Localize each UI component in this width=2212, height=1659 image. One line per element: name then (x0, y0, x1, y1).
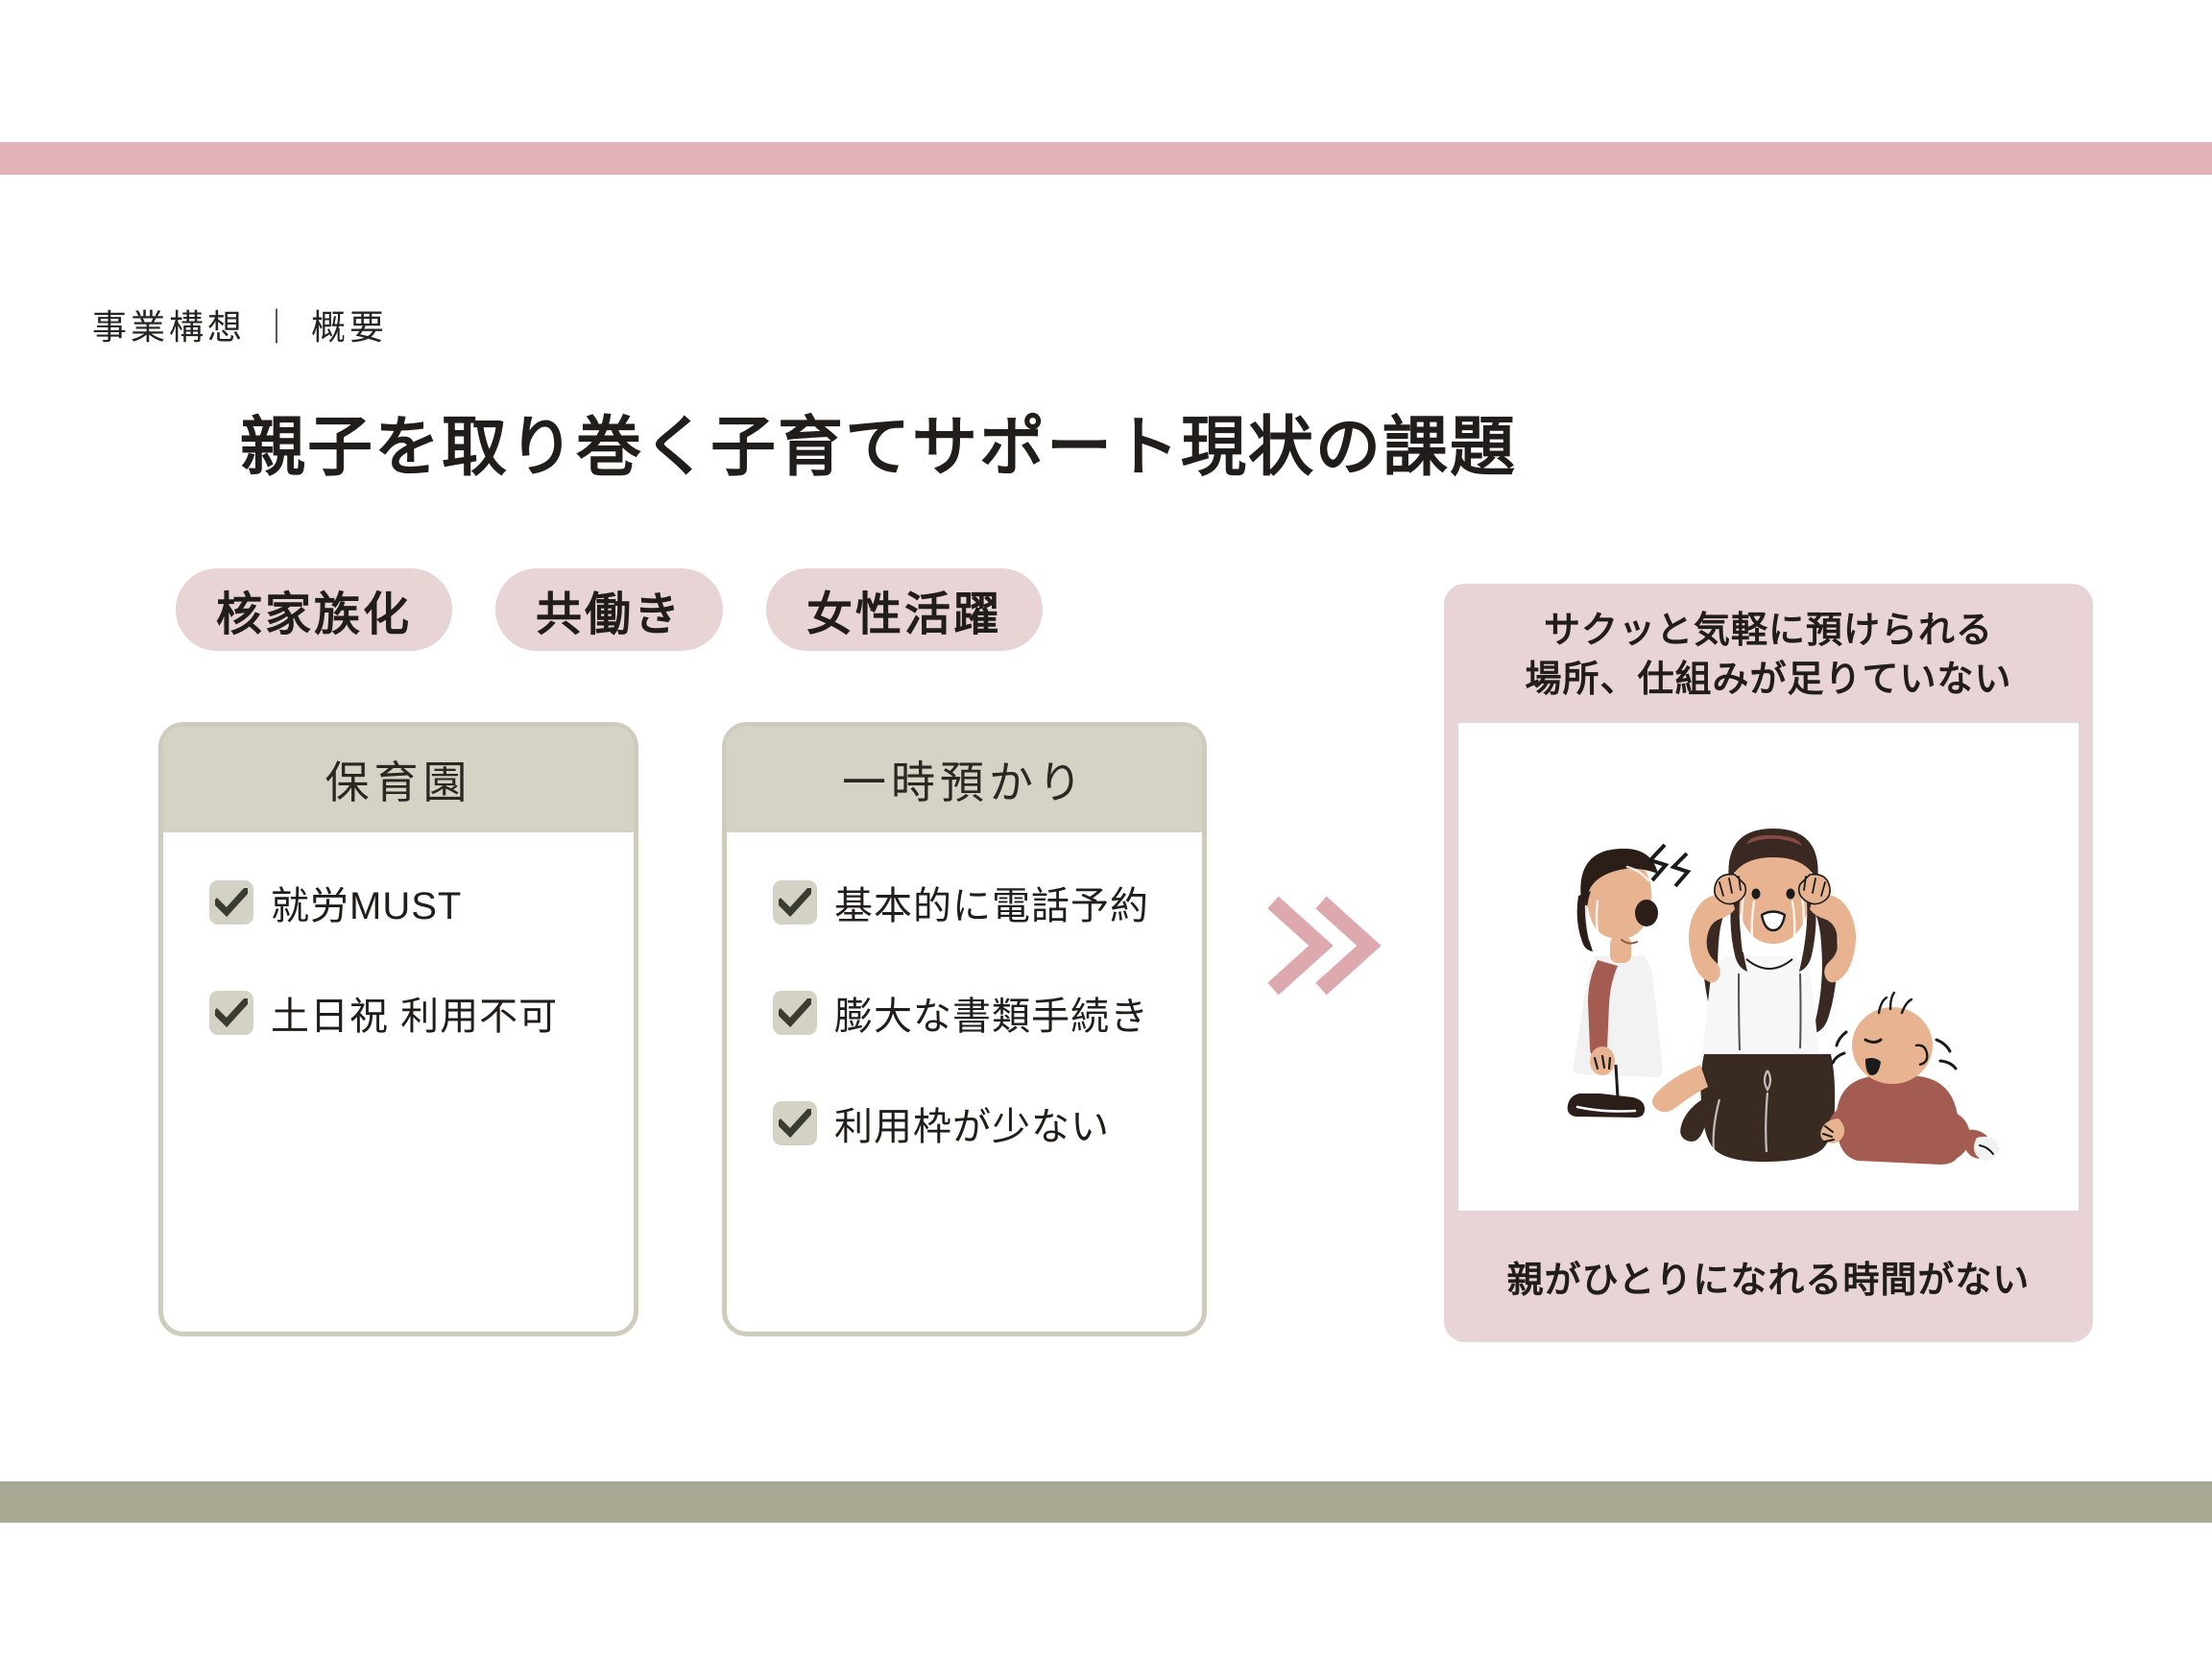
problem-panel-headline: サクッと気軽に預けられる 場所、仕組みが足りていない (1525, 584, 2011, 723)
tag-list: 核家族化 共働き 女性活躍 (176, 568, 1044, 651)
checklist-item-label: 基本的に電話予約 (834, 885, 1149, 927)
checklist-item: 基本的に電話予約 (773, 875, 1202, 930)
card-temporary-care-body: 基本的に電話予約 膨大な書類手続き 利用枠が少ない (727, 832, 1202, 1151)
checklist-item: 土日祝 利用不可 (209, 985, 634, 1041)
checklist-item-label: 就労MUST (271, 885, 463, 927)
checklist-item-label: 利用枠が少ない (834, 1106, 1110, 1148)
checkmark-icon (209, 991, 253, 1035)
tag-pill-1: 共働き (495, 568, 724, 651)
problem-panel-headline-line2: 場所、仕組みが足りていない (1525, 660, 2012, 701)
top-accent-bar (0, 142, 2212, 175)
checkmark-icon (773, 991, 817, 1035)
problem-panel-headline-line1: サクッと気軽に預けられる (1543, 611, 1993, 651)
tag-pill-2: 女性活躍 (766, 568, 1044, 651)
double-chevron-right-icon (1265, 893, 1390, 998)
bottom-accent-bar (0, 1481, 2212, 1523)
checkmark-icon (773, 880, 817, 925)
card-nursery-title: 保育園 (163, 727, 634, 832)
checklist-item: 膨大な書類手続き (773, 985, 1202, 1041)
checklist-item-label: 土日祝 利用不可 (271, 996, 559, 1038)
illustration-frame (1458, 722, 2079, 1211)
checklist-item: 就労MUST (209, 875, 634, 930)
problem-panel: サクッと気軽に預けられる 場所、仕組みが足りていない (1444, 584, 2093, 1342)
tag-pill-0: 核家族化 (176, 568, 453, 651)
checkmark-icon (773, 1101, 817, 1145)
card-temporary-care-title: 一時預かり (727, 727, 1202, 832)
breadcrumb: 事業構想 ｜ 概要 (92, 307, 389, 347)
stressed-mother-with-crying-children-illustration (1567, 828, 2000, 1165)
card-nursery: 保育園 就労MUST 土日祝 利用不可 (158, 722, 638, 1336)
checkmark-icon (209, 880, 253, 925)
checklist-item: 利用枠が少ない (773, 1095, 1202, 1151)
card-temporary-care: 一時預かり 基本的に電話予約 膨大な書類手続き 利用枠が少ない (722, 722, 1207, 1336)
problem-panel-caption: 親がひとりになれる時間がない (1506, 1260, 2031, 1301)
checklist-item-label: 膨大な書類手続き (834, 996, 1149, 1038)
page-title: 親子を取り巻く子育てサポート現状の課題 (239, 411, 1517, 484)
card-nursery-body: 就労MUST 土日祝 利用不可 (163, 832, 634, 1041)
